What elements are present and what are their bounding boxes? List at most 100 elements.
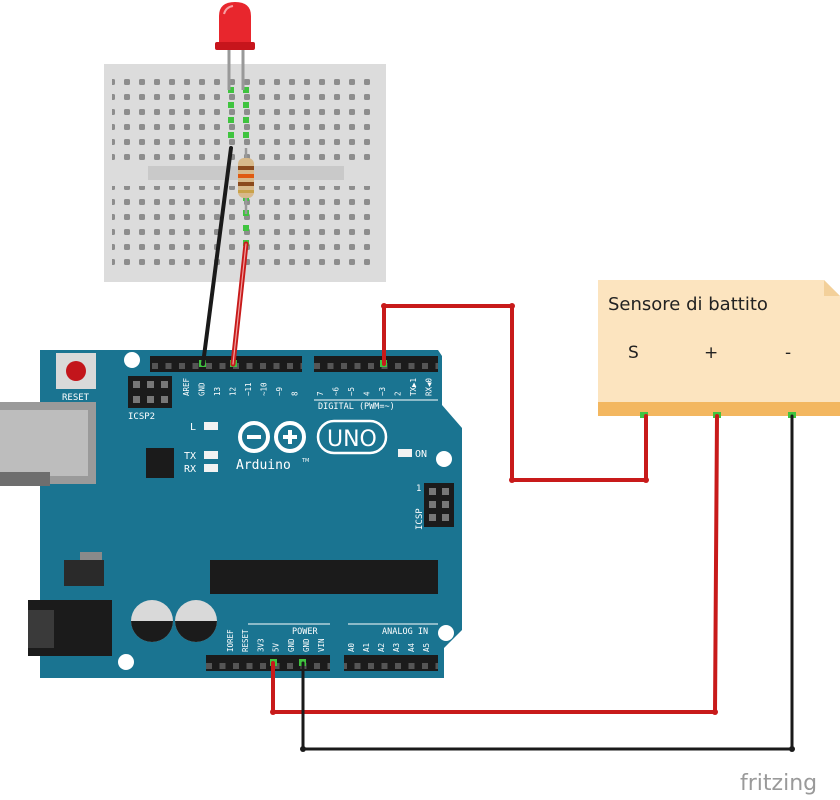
digital-header-right-pins: [314, 358, 438, 370]
arduino-logo: Arduino TM UNO: [236, 419, 388, 473]
led-on: [398, 449, 412, 457]
digital-pin-label-right-5: 2: [394, 391, 403, 396]
digital-header-label: DIGITAL (PWM=~): [318, 402, 395, 412]
logo-tm: TM: [301, 458, 309, 464]
led-rx: [204, 464, 218, 472]
capacitor-2-stripe: [175, 621, 217, 642]
led-rim: [215, 42, 255, 50]
power-pin-label-5: GND: [302, 638, 311, 652]
sensor-bottom-edge: [598, 402, 840, 416]
microcontroller-chip: [210, 560, 438, 594]
led-rx-label: RX: [184, 464, 196, 475]
sensor-title: Sensore di battito: [608, 294, 768, 315]
led-tx: [204, 451, 218, 459]
wire-endpoints: [270, 303, 718, 715]
sensor-folded-corner: [824, 280, 840, 296]
sensor-pin-label-plus: +: [704, 343, 718, 363]
power-pin-label-2: 3V3: [256, 638, 265, 652]
power-pin-labels: IOREF RESET 3V3 5V GND GND VIN: [226, 629, 326, 652]
analog-pin-label-0: A0: [347, 642, 356, 652]
digital-pin-label-right-3: 4: [363, 391, 372, 396]
mounting-hole-top-left: [124, 352, 140, 368]
logo-ring-left: [238, 421, 270, 453]
resistor: [238, 148, 254, 214]
wire-pin3-sensor-signal[interactable]: [382, 304, 648, 482]
led-body: [219, 2, 251, 46]
reset-button-cap[interactable]: [66, 361, 86, 381]
digital-pin-label-right-1: ~6: [332, 386, 341, 396]
digital-pin-label-left-1: GND: [198, 382, 207, 396]
digital-pin-label-left-3: 12: [229, 387, 238, 396]
wire-led-gnd[interactable]: [201, 146, 233, 366]
analog-pin-label-3: A3: [392, 643, 401, 652]
power-pin-label-3: 5V: [272, 642, 281, 652]
icsp-header: [424, 483, 454, 527]
regulator-tab: [80, 552, 102, 562]
arduino-pcb: [40, 350, 462, 678]
digital-pin-label-left-6: ~9: [275, 387, 284, 396]
icsp2-label: ICSP2: [128, 412, 155, 422]
resistor-band-2: [238, 174, 254, 178]
analog-pin-label-2: A2: [377, 643, 386, 652]
digital-pin-label-right-6: TX▶1: [409, 378, 418, 396]
logo-model-badge: [316, 419, 388, 455]
power-pin-label-0: IOREF: [226, 629, 235, 652]
reset-label: RESET: [62, 393, 90, 403]
digital-pin-label-right-7: RX◀0: [425, 377, 434, 396]
resistor-band-3: [238, 182, 254, 186]
voltage-regulator: [64, 560, 104, 586]
sensor-pin-label-minus: -: [785, 343, 791, 363]
digital-pin-label-right-2: ~5: [347, 387, 356, 396]
logo-ring-right: [274, 421, 306, 453]
led: [215, 2, 255, 90]
usb-connector-shadow: [0, 472, 50, 486]
digital-header-left-pins: [150, 358, 302, 370]
logo-minus-icon: [247, 435, 261, 439]
usb-chip: [146, 448, 174, 478]
wire-5v-sensor-plus[interactable]: [271, 414, 719, 714]
wire-resistor-pin12-highlight: [232, 243, 247, 365]
digital-pin-labels-right: 7 ~6 ~5 4 ~3 2 TX▶1 RX◀0: [316, 377, 434, 396]
wire-gnd-sensor-minus[interactable]: [301, 414, 794, 751]
power-jack-face: [28, 610, 54, 648]
pulse-sensor: Sensore di battito S + -: [598, 280, 840, 418]
fritzing-watermark: fritzing: [740, 771, 817, 796]
led-tx-label: TX: [184, 451, 196, 462]
power-pin-label-4: GND: [287, 638, 296, 652]
breadboard: [104, 64, 386, 282]
icsp-pins: [429, 488, 449, 521]
led-on-label: ON: [415, 449, 427, 460]
led-l: [204, 422, 218, 430]
analog-pin-label-5: A5: [422, 643, 431, 652]
wire-endpoints-black: [300, 746, 795, 752]
capacitor-1-stripe: [131, 621, 173, 642]
power-pin-label-1: RESET: [241, 629, 250, 652]
icsp-pin1-label: 1: [416, 484, 421, 494]
mounting-hole-right: [436, 451, 452, 467]
power-pin-label-6: VIN: [317, 638, 326, 652]
led-highlight: [223, 5, 234, 15]
analog-header-label: ANALOG IN: [382, 627, 428, 637]
wires: [201, 146, 795, 752]
logo-brand: Arduino: [236, 458, 291, 473]
digital-pin-label-right-0: 7: [316, 391, 325, 396]
icsp-label: ICSP: [415, 508, 425, 530]
digital-pin-label-left-7: 8: [291, 391, 300, 396]
usb-connector-inner: [0, 410, 88, 476]
digital-pin-label-left-0: AREF: [182, 377, 191, 396]
sensor-body: [598, 280, 840, 402]
sensor-pin-label-signal: S: [628, 343, 639, 363]
analog-pin-label-4: A4: [407, 642, 416, 652]
digital-pin-label-right-4: ~3: [378, 387, 387, 396]
resistor-band-4: [238, 190, 254, 193]
digital-pin-label-left-5: ~10: [260, 382, 269, 396]
led-l-label: L: [190, 422, 196, 433]
digital-pin-label-left-2: 13: [213, 387, 222, 396]
sensor-pin-signal: [640, 412, 648, 418]
mounting-hole-bottom-right: [438, 625, 454, 641]
power-header-pins: [206, 657, 330, 669]
